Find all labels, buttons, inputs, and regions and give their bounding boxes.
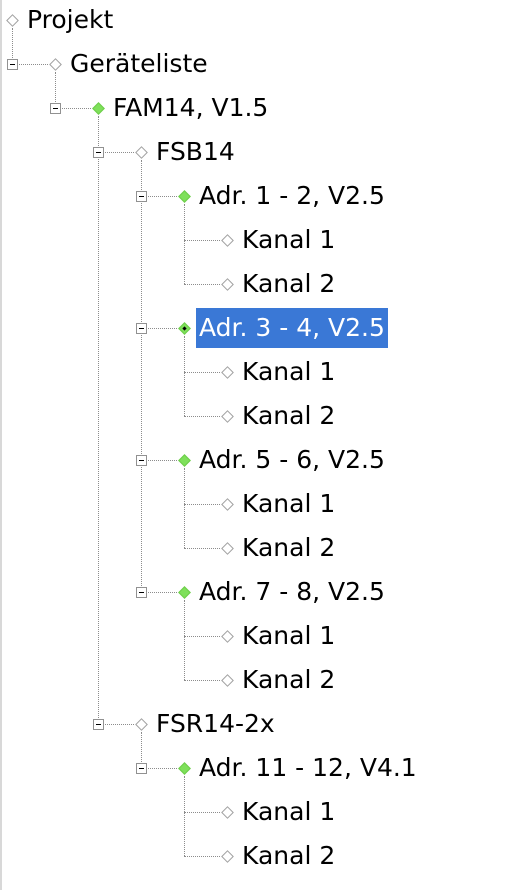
tree-node-kanal[interactable]: Kanal 1	[242, 489, 336, 518]
tree-node-kanal[interactable]: Kanal 1	[242, 797, 336, 826]
tree-node-projekt[interactable]: Projekt	[27, 5, 114, 34]
tree-connector	[184, 336, 185, 416]
empty-diamond-icon	[221, 498, 234, 511]
tree-connector	[184, 548, 220, 549]
green-diamond-icon	[178, 322, 191, 335]
tree-node-geraeteliste[interactable]: Geräteliste	[70, 49, 208, 78]
tree-connector	[55, 108, 91, 109]
tree-node-kanal[interactable]: Kanal 1	[242, 225, 336, 254]
collapse-toggle-adr-11-12[interactable]	[136, 763, 147, 774]
empty-diamond-icon	[221, 278, 234, 291]
tree-node-adr-7-8[interactable]: Adr. 7 - 8, V2.5	[199, 577, 385, 606]
tree-node-kanal[interactable]: Kanal 2	[242, 841, 336, 870]
tree-connector	[98, 116, 99, 724]
collapse-toggle-adr-3-4[interactable]	[136, 323, 147, 334]
tree-connector	[141, 768, 177, 769]
tree-connector	[184, 416, 220, 417]
tree-connector	[12, 64, 48, 65]
tree-node-adr-1-2[interactable]: Adr. 1 - 2, V2.5	[199, 181, 385, 210]
tree-connector	[184, 812, 220, 813]
tree-connector	[141, 460, 177, 461]
tree-node-adr-3-4-selected[interactable]: Adr. 3 - 4, V2.5	[196, 308, 388, 348]
tree-node-fam14[interactable]: FAM14, V1.5	[113, 93, 269, 122]
green-diamond-icon	[178, 454, 191, 467]
green-diamond-icon	[178, 190, 191, 203]
tree-left-border	[0, 0, 2, 890]
tree-node-adr-11-12[interactable]: Adr. 11 - 12, V4.1	[199, 753, 417, 782]
collapse-toggle-adr-1-2[interactable]	[136, 191, 147, 202]
tree-connector	[98, 724, 134, 725]
empty-diamond-icon	[221, 410, 234, 423]
green-diamond-icon	[92, 102, 105, 115]
tree-connector	[12, 28, 13, 64]
tree-connector	[141, 160, 142, 592]
tree-connector	[184, 636, 220, 637]
empty-diamond-icon	[221, 366, 234, 379]
tree-node-kanal[interactable]: Kanal 2	[242, 269, 336, 298]
collapse-toggle-fsr14-2x[interactable]	[93, 719, 104, 730]
tree-node-kanal[interactable]: Kanal 2	[242, 665, 336, 694]
collapse-toggle-adr-7-8[interactable]	[136, 587, 147, 598]
empty-diamond-icon	[49, 58, 62, 71]
tree-connector	[141, 196, 177, 197]
empty-diamond-icon	[221, 674, 234, 687]
tree-node-adr-5-6[interactable]: Adr. 5 - 6, V2.5	[199, 445, 385, 474]
tree-connector	[98, 152, 134, 153]
collapse-toggle-fam14[interactable]	[50, 103, 61, 114]
tree-node-kanal[interactable]: Kanal 1	[242, 357, 336, 386]
tree-node-fsr14-2x[interactable]: FSR14-2x	[156, 709, 275, 738]
tree-connector	[184, 284, 220, 285]
tree-node-kanal[interactable]: Kanal 1	[242, 621, 336, 650]
collapse-toggle-geraeteliste[interactable]	[7, 59, 18, 70]
tree-connector	[184, 600, 185, 680]
empty-diamond-icon	[221, 850, 234, 863]
empty-diamond-icon	[135, 146, 148, 159]
tree-node-kanal[interactable]: Kanal 2	[242, 401, 336, 430]
empty-diamond-icon	[6, 14, 19, 27]
tree-connector	[184, 204, 185, 284]
empty-diamond-icon	[221, 630, 234, 643]
green-diamond-icon	[178, 586, 191, 599]
tree-connector	[141, 592, 177, 593]
collapse-toggle-adr-5-6[interactable]	[136, 455, 147, 466]
empty-diamond-icon	[221, 542, 234, 555]
tree-connector	[141, 328, 177, 329]
empty-diamond-icon	[221, 234, 234, 247]
tree-connector	[184, 680, 220, 681]
tree-connector	[184, 504, 220, 505]
tree-connector	[184, 856, 220, 857]
empty-diamond-icon	[221, 806, 234, 819]
tree-connector	[55, 72, 56, 108]
tree-connector	[184, 240, 220, 241]
tree-connector	[184, 468, 185, 548]
empty-diamond-icon	[135, 718, 148, 731]
green-diamond-icon	[178, 762, 191, 775]
tree-node-kanal[interactable]: Kanal 2	[242, 533, 336, 562]
tree-connector	[184, 776, 185, 856]
collapse-toggle-fsb14[interactable]	[93, 147, 104, 158]
tree-node-fsb14[interactable]: FSB14	[156, 137, 235, 166]
tree-connector	[141, 732, 142, 768]
tree-connector	[184, 372, 220, 373]
